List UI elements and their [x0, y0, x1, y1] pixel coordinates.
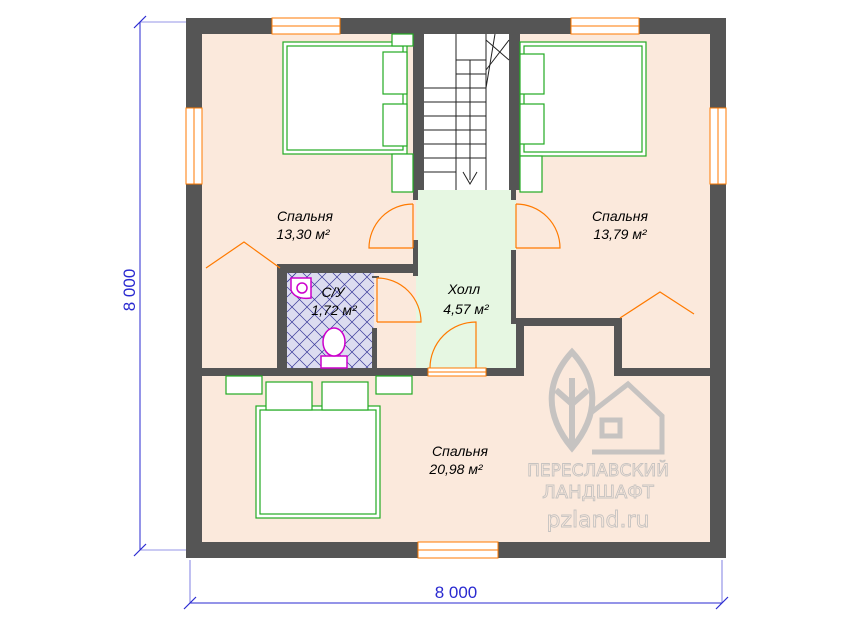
windows: [185, 17, 727, 559]
watermark-logo: ПЕРЕСЛАВСКИЙ ЛАНДШАФТ pzland.ru: [527, 347, 669, 533]
bedroom-bottom-area: 20,98 м²: [428, 461, 484, 477]
dimension-horizontal: 8 000: [183, 560, 729, 610]
sanitary: [290, 277, 348, 369]
dimension-vertical: 8 000: [120, 15, 186, 557]
door-swing-left: [205, 241, 281, 269]
watermark-line1: ПЕРЕСЛАВСКИЙ: [527, 459, 669, 481]
bedroom-top-right-area: 13,79 м²: [593, 226, 648, 242]
bathroom-name: С/У: [322, 284, 347, 300]
bed-top-right: [519, 41, 647, 193]
beds: [225, 33, 647, 519]
toilet-icon: [320, 327, 348, 369]
door-bedroom-top-right: [515, 203, 561, 249]
bed-bottom: [225, 375, 413, 519]
doors: [205, 203, 695, 369]
staircase: [424, 33, 510, 190]
bedroom-top-left-area: 13,30 м²: [276, 226, 331, 242]
hall-name: Холл: [447, 281, 480, 297]
room-labels: Спальня 13,30 м² Спальня 13,79 м² С/У 1,…: [276, 208, 648, 477]
hall-area: 4,57 м²: [443, 301, 490, 317]
bedroom-top-left-name: Спальня: [277, 208, 333, 224]
bed-top-left: [282, 33, 414, 193]
bathroom-area: 1,72 м²: [311, 302, 358, 318]
door-hall-bottom: [429, 321, 477, 369]
height-dimension-label: 8 000: [120, 269, 139, 312]
watermark-url: pzland.ru: [547, 508, 650, 533]
width-dimension-label: 8 000: [435, 583, 478, 602]
bedroom-bottom-name: Спальня: [432, 443, 488, 459]
door-bathroom: [376, 277, 422, 323]
door-swing-right: [619, 291, 695, 319]
leaf-icon: [548, 347, 596, 453]
hall-floor: [416, 190, 516, 370]
house-outline-icon: [590, 380, 665, 455]
bedroom-top-right-name: Спальня: [592, 208, 648, 224]
sink-icon: [290, 277, 312, 300]
watermark-line2: ЛАНДШАФТ: [542, 482, 655, 503]
door-bedroom-top-left: [368, 203, 414, 249]
